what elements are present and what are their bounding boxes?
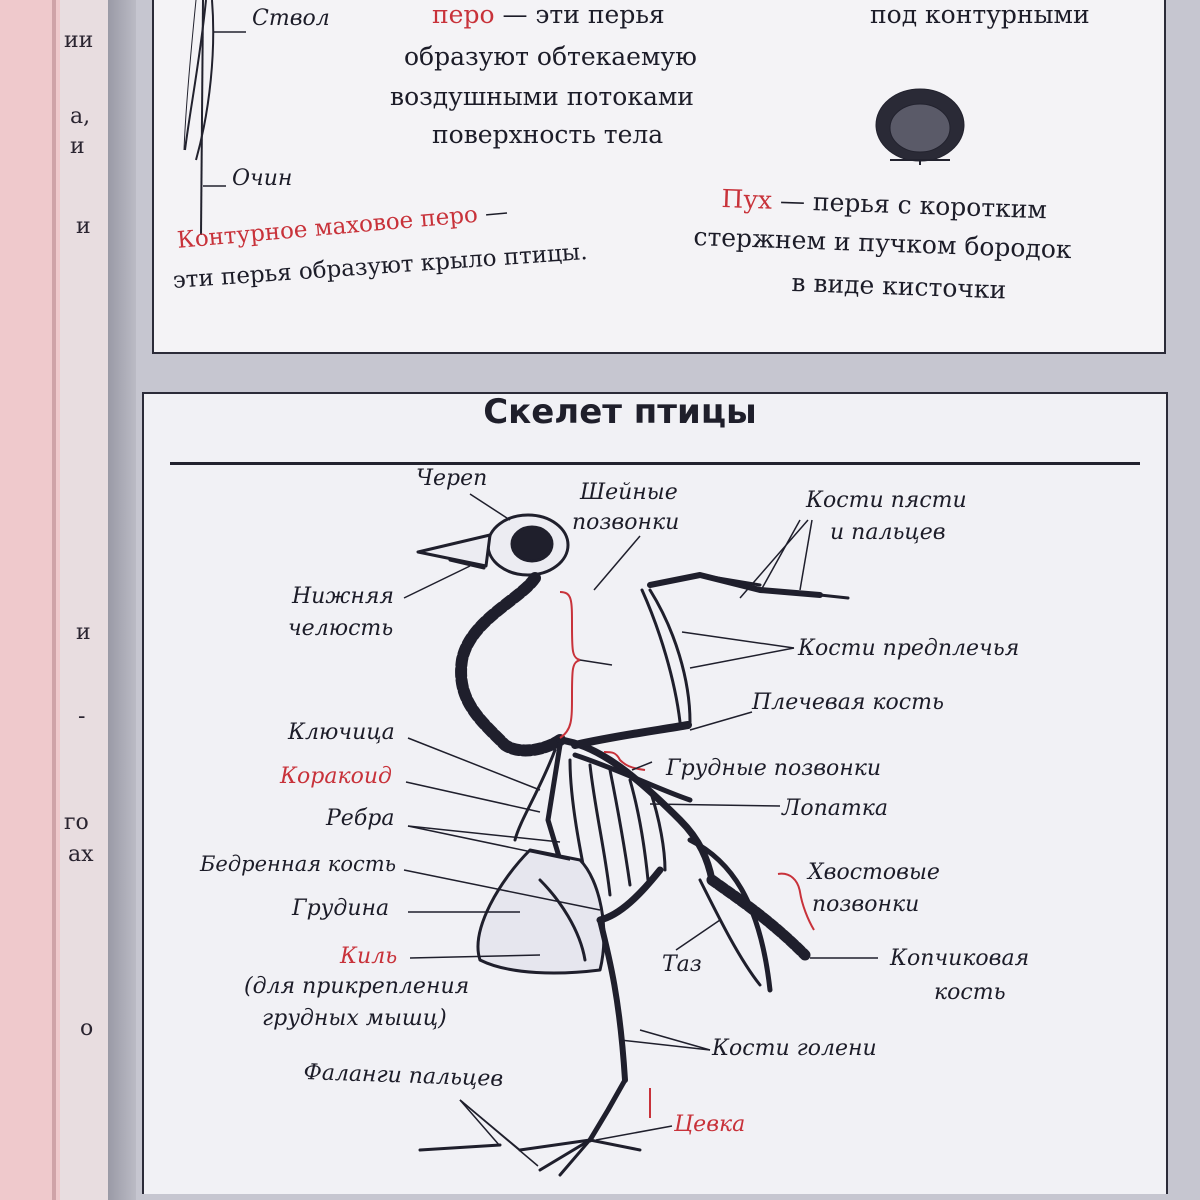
label-keel: Киль <box>340 944 398 969</box>
label-ribs: Ребра <box>326 806 395 831</box>
label-sternum: Грудина <box>292 896 390 921</box>
label-tail-line2: позвонки <box>812 892 920 917</box>
left-fragment: о <box>80 1016 94 1041</box>
contour-feather-line2: образуют обтекаемую <box>404 42 697 71</box>
contour-dash: — эти перья <box>502 0 665 29</box>
label-neck-line2: позвонки <box>572 510 680 535</box>
label-metacarpal-line2: и пальцев <box>830 520 946 545</box>
left-fragment: ах <box>68 842 94 867</box>
label-jaw-line1: Нижняя <box>292 584 394 609</box>
down-feather-drawing <box>875 88 965 165</box>
label-humerus: Плечевая кость <box>752 690 944 715</box>
leader-lines <box>403 493 878 1167</box>
contour-feather-line3: воздушными потоками <box>390 82 694 111</box>
skeleton-drawing <box>416 513 850 1177</box>
label-thoracic-vertebrae: Грудные позвонки <box>666 756 882 781</box>
label-metacarpal-line1: Кости пясти <box>806 488 967 513</box>
label-forearm: Кости предплечья <box>798 636 1020 661</box>
left-page-pink-column <box>0 0 60 1200</box>
label-skull: Череп <box>416 466 488 491</box>
label-pygostyle-line1: Копчиковая <box>890 946 1030 971</box>
label-tail-line1: Хвостовые <box>808 860 940 885</box>
left-fragment: и <box>76 214 91 239</box>
left-fragment: - <box>78 704 86 729</box>
label-pygostyle-line2: кость <box>934 980 1006 1005</box>
stem-label: Ствол <box>252 6 330 31</box>
label-coracoid: Коракоид <box>280 764 392 789</box>
topright-fragment: под контурными <box>870 0 1090 29</box>
contour-feather-line1: перо — эти перья <box>432 0 665 29</box>
left-page-divider <box>52 0 56 1200</box>
label-pelvis: Таз <box>662 952 702 977</box>
contour-feather-drawing <box>183 0 246 236</box>
contour-feather-line4: поверхность тела <box>432 120 664 149</box>
left-fragment: и <box>76 620 91 645</box>
label-shin: Кости голени <box>712 1036 877 1061</box>
contour-term: перо <box>432 0 495 29</box>
left-fragment: а, <box>70 104 91 129</box>
left-fragment: го <box>64 810 89 835</box>
label-tarsus: Цевка <box>674 1112 746 1137</box>
label-clavicle: Ключица <box>288 720 395 745</box>
title-rule <box>170 462 1140 465</box>
left-fragment: и <box>70 134 85 159</box>
feather-types-box <box>152 0 1166 354</box>
label-neck-line1: Шейные <box>580 480 678 505</box>
section-title: Скелет птицы <box>483 392 757 432</box>
label-femur: Бедренная кость <box>200 852 397 876</box>
label-keel-note-line1: (для прикрепления <box>244 974 470 999</box>
label-scapula: Лопатка <box>782 796 889 821</box>
quill-label: Очин <box>232 166 293 191</box>
left-fragment: ии <box>64 28 94 53</box>
label-keel-note-line2: грудных мышц) <box>262 1006 447 1031</box>
label-jaw-line2: челюсть <box>288 616 394 641</box>
